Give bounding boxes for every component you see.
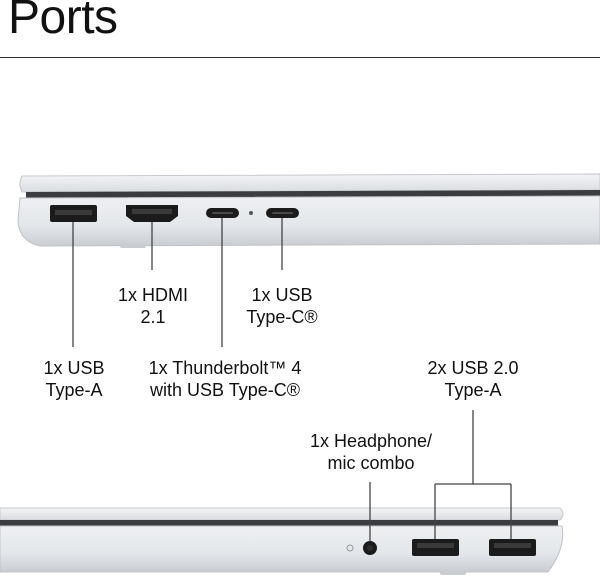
headphone-label-line1: 1x Headphone/ bbox=[309, 431, 433, 451]
usb-a-port-right-2 bbox=[489, 539, 536, 556]
usb-2-label-line1: 2x USB 2.0 bbox=[427, 358, 519, 378]
headphone-label: 1x Headphone/ mic combo bbox=[296, 430, 446, 474]
usb-c-label: 1x USB Type-C® bbox=[236, 284, 328, 328]
usb-c-label-line1: 1x USB bbox=[251, 285, 313, 305]
title-divider bbox=[0, 57, 600, 58]
headphone-label-line2: mic combo bbox=[327, 453, 415, 473]
thunderbolt-label: 1x Thunderbolt™ 4 with USB Type-C® bbox=[136, 357, 314, 401]
usb-a-port-right-1 bbox=[412, 539, 459, 556]
usb-2-label: 2x USB 2.0 Type-A bbox=[414, 357, 532, 401]
hdmi-label-line2: 2.1 bbox=[140, 307, 166, 327]
hdmi-label: 1x HDMI 2.1 bbox=[108, 284, 198, 328]
usb-a-left-label: 1x USB Type-A bbox=[30, 357, 118, 401]
headphone-jack bbox=[346, 541, 377, 555]
leader-lines-right bbox=[369, 410, 512, 541]
thunderbolt-label-line2: with USB Type-C® bbox=[150, 380, 300, 400]
usb-a-port-left bbox=[50, 205, 97, 222]
laptop-left-side bbox=[17, 173, 600, 347]
laptop-right-side bbox=[0, 410, 564, 575]
thunderbolt-label-line1: 1x Thunderbolt™ 4 bbox=[148, 358, 302, 378]
usb-2-label-line2: Type-A bbox=[444, 380, 502, 400]
thunderbolt-port bbox=[206, 208, 253, 218]
hdmi-port bbox=[126, 205, 178, 222]
hdmi-label-line1: 1x HDMI bbox=[117, 285, 188, 305]
usb-a-left-label-line2: Type-A bbox=[45, 380, 103, 400]
usb-c-port bbox=[266, 208, 299, 218]
page-title: Ports bbox=[8, 0, 118, 44]
usb-c-label-line2: Type-C® bbox=[246, 307, 318, 327]
usb-a-left-label-line1: 1x USB bbox=[43, 358, 105, 378]
leader-lines-left bbox=[72, 218, 283, 347]
